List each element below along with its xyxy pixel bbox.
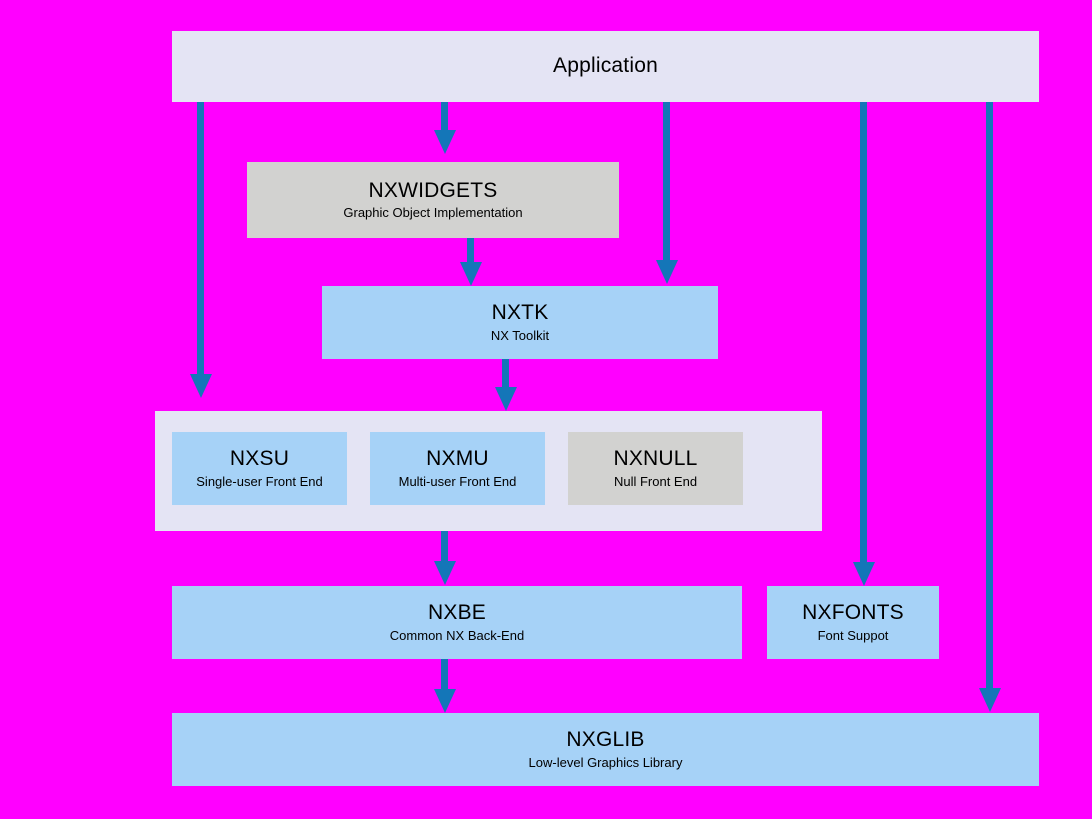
box-application[interactable]: Application (172, 31, 1039, 102)
arrow-application-to-nxwidgets (434, 102, 456, 154)
box-nxmu-title: NXMU (426, 447, 489, 471)
box-nxsu-title: NXSU (229, 447, 290, 471)
box-nxfonts-title: NXFONTS (802, 601, 904, 625)
box-nxtk-subtitle: NX Toolkit (490, 327, 550, 343)
box-nxnull-title: NXNULL (613, 447, 698, 471)
box-nxfonts-subtitle: Font Suppot (817, 627, 889, 643)
box-nxnull-subtitle: Null Front End (613, 473, 698, 489)
box-nxbe-subtitle: Common NX Back-End (389, 627, 525, 643)
box-application-title: Application (553, 54, 658, 78)
box-nxfonts[interactable]: NXFONTS Font Suppot (767, 586, 939, 659)
box-nxsu-subtitle: Single-user Front End (196, 473, 323, 489)
box-nxwidgets-title: NXWIDGETS (368, 178, 498, 202)
box-nxnull[interactable]: NXNULL Null Front End (568, 432, 743, 505)
box-nxglib-subtitle: Low-level Graphics Library (528, 754, 683, 770)
arrow-application-to-nxfonts (853, 102, 875, 586)
arrow-application-to-nxglib (979, 102, 1001, 712)
arrow-application-to-nx (190, 102, 212, 398)
box-nxmu-subtitle: Multi-user Front End (398, 473, 517, 489)
box-nxwidgets-subtitle: Graphic Object Implementation (343, 205, 523, 221)
box-nxbe-title: NXBE (428, 601, 486, 625)
arrow-nxtk-to-nx (495, 359, 517, 411)
arrow-nxwidgets-to-nxtk (460, 238, 482, 286)
box-nxglib[interactable]: NXGLIB Low-level Graphics Library (172, 713, 1039, 786)
box-nxtk[interactable]: NXTK NX Toolkit (322, 286, 718, 359)
arrow-nxbe-to-nxglib (434, 659, 456, 713)
box-nxsu[interactable]: NXSU Single-user Front End (172, 432, 347, 505)
arrow-application-to-nxtk (656, 102, 678, 284)
box-nxtk-title: NXTK (491, 301, 549, 325)
box-nxwidgets[interactable]: NXWIDGETS Graphic Object Implementation (247, 162, 619, 238)
arrow-nx-to-nxbe (434, 531, 456, 585)
box-nxmu[interactable]: NXMU Multi-user Front End (370, 432, 545, 505)
box-nxbe[interactable]: NXBE Common NX Back-End (172, 586, 742, 659)
box-nxglib-title: NXGLIB (566, 728, 645, 752)
